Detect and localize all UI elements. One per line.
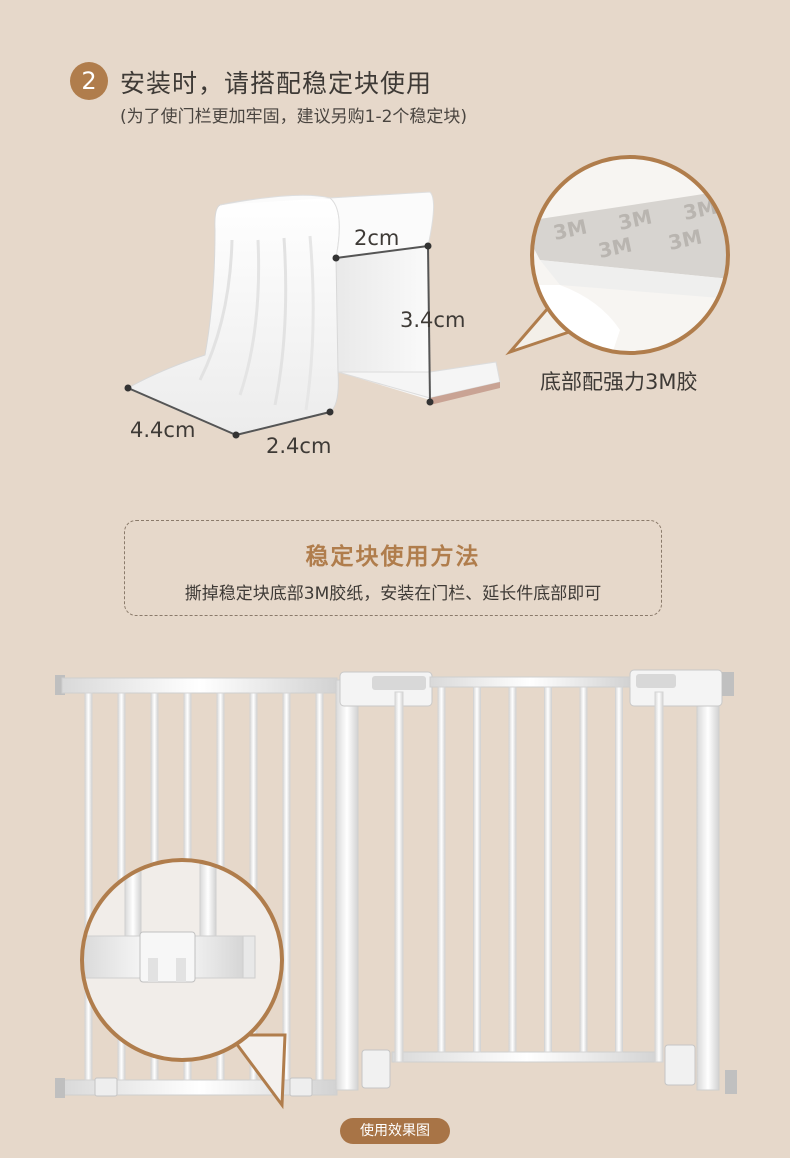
door-bar — [473, 686, 481, 1053]
dim-base-width: 2.4cm — [266, 434, 332, 458]
step-subtitle: (为了使门栏更加牢固，建议另购1-2个稳定块) — [120, 107, 468, 127]
dim-height: 3.4cm — [400, 308, 466, 332]
door-bar — [437, 686, 446, 1053]
adhesive-label: 底部配强力3M胶 — [540, 370, 698, 394]
usage-description: 撕掉稳定块底部3M胶纸，安装在门栏、延长件底部即可 — [184, 584, 602, 604]
door-bar — [544, 686, 552, 1053]
gate-door — [361, 676, 696, 1089]
stabilizer-block-illustration: 3M 3M 3M 3M 3M — [124, 155, 730, 439]
step-title: 安装时，请搭配稳定块使用 — [120, 69, 433, 98]
adhesive-zoom-circle: 3M 3M 3M 3M 3M — [505, 155, 730, 356]
extension-bar — [315, 692, 324, 1081]
door-bar — [579, 686, 588, 1053]
extension-bar — [282, 692, 291, 1081]
extension-bar — [84, 692, 93, 1081]
usage-instructions-box: 稳定块使用方法 撕掉稳定块底部3M胶纸，安装在门栏、延长件底部即可 — [124, 520, 662, 616]
effect-caption: 使用效果图 — [340, 1118, 450, 1144]
dimension-lines — [127, 245, 431, 436]
door-bar — [615, 686, 623, 1053]
step-number-badge: 2 — [70, 62, 108, 100]
usage-title: 稳定块使用方法 — [305, 544, 481, 570]
door-bar — [508, 686, 517, 1053]
dim-length: 4.4cm — [130, 418, 196, 442]
stabilizer-zoom-circle — [80, 858, 287, 1110]
gate-frame — [335, 669, 737, 1094]
gate-illustration — [55, 669, 737, 1110]
door-bars — [437, 686, 623, 1053]
dim-top-width: 2cm — [354, 226, 400, 250]
